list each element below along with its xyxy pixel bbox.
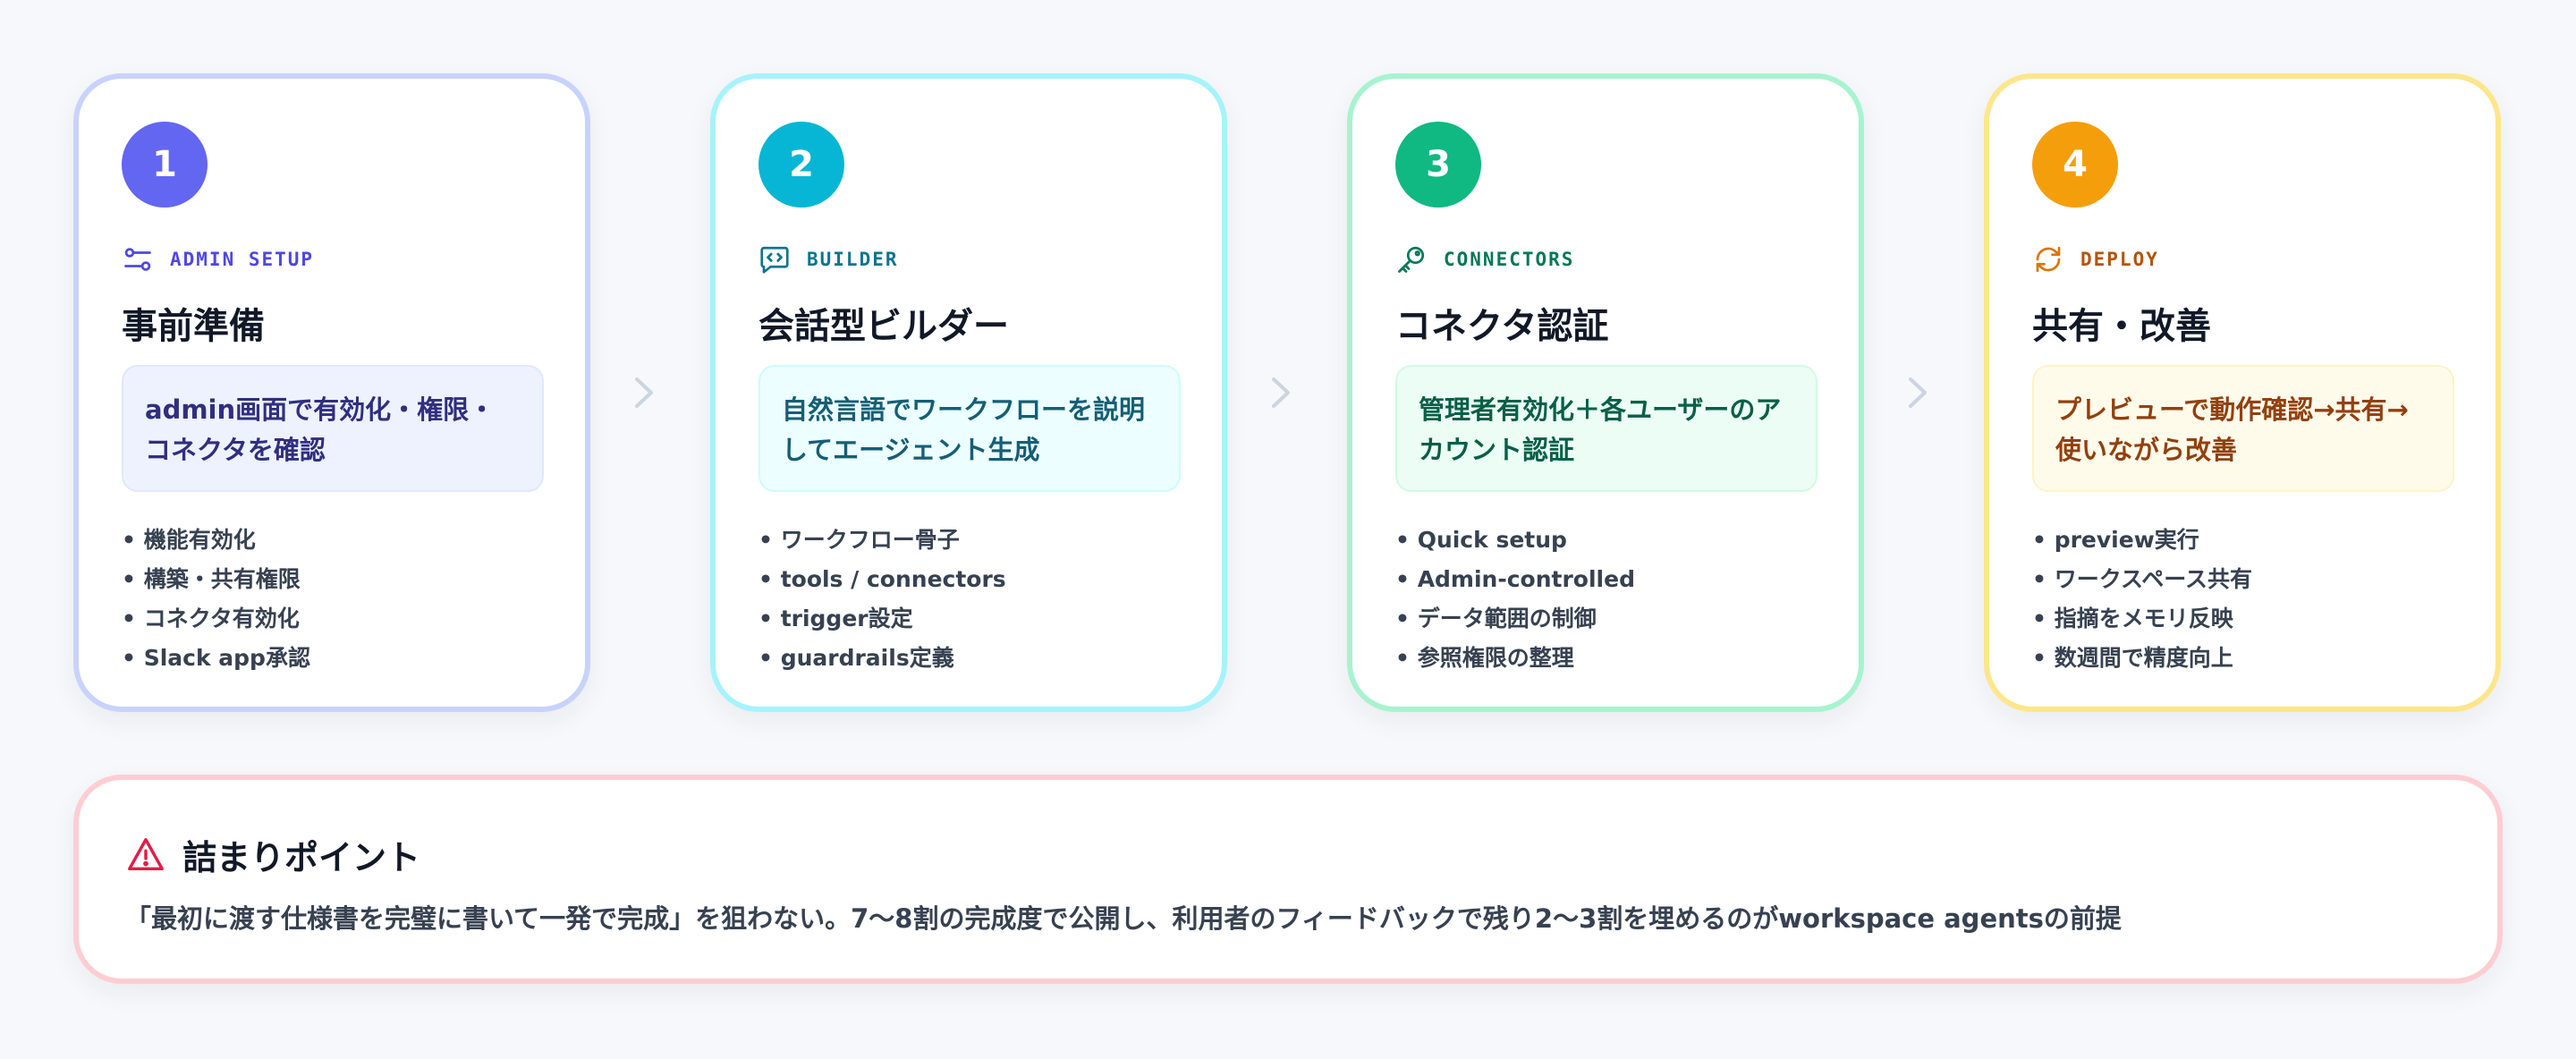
step-bullet: Slack app承認 (122, 639, 310, 678)
step-number-badge: 4 (2032, 122, 2118, 208)
warning-icon (125, 834, 166, 876)
step-bullet: 指摘をメモリ反映 (2032, 599, 2252, 639)
step-tag: DEPLOY (2080, 249, 2159, 270)
step-card-deploy: 4 DEPLOY 共有・改善 プレビューで動作確認→共有→使いながら改善 pre… (1984, 73, 2501, 712)
step-tag: CONNECTORS (1444, 249, 1575, 270)
step-eyebrow: ADMIN SETUP (122, 241, 314, 277)
step-eyebrow: CONNECTORS (1395, 241, 1574, 277)
step-bullet: guardrails定義 (758, 639, 1006, 678)
step-bullet: Quick setup (1395, 521, 1635, 560)
step-callout: 管理者有効化＋各ユーザーのアカウント認証 (1395, 365, 1818, 492)
pitfall-body: 「最初に渡す仕様書を完璧に書いて一発で完成」を狙わない。7〜8割の完成度で公開し… (125, 903, 2122, 934)
step-bullet: Admin-controlled (1395, 560, 1635, 599)
workflow-steps: 1 ADMIN SETUP 事前準備 admin画面で有効化・権限・コネクタを確… (73, 73, 2503, 717)
step-bullet: コネクタ有効化 (122, 599, 310, 639)
step-bullet-list: ワークフロー骨子 tools / connectors trigger設定 gu… (758, 521, 1006, 678)
step-bullet-list: Quick setup Admin-controlled データ範囲の制御 参照… (1395, 521, 1635, 678)
step-bullet: ワークスペース共有 (2032, 560, 2252, 599)
step-bullet-list: preview実行 ワークスペース共有 指摘をメモリ反映 数週間で精度向上 (2032, 521, 2252, 678)
chevron-right-icon (1909, 377, 1927, 408)
step-bullet: tools / connectors (758, 560, 1006, 599)
chevron-right-icon (1272, 377, 1290, 408)
refresh-icon (2032, 243, 2064, 275)
step-tag: BUILDER (807, 249, 899, 270)
step-eyebrow: DEPLOY (2032, 241, 2159, 277)
step-title: 会話型ビルダー (758, 306, 1009, 347)
step-eyebrow: BUILDER (758, 241, 899, 277)
step-bullet-list: 機能有効化 構築・共有権限 コネクタ有効化 Slack app承認 (122, 521, 310, 678)
step-card-builder: 2 BUILDER 会話型ビルダー 自然言語でワークフローを説明してエージェント… (710, 73, 1227, 712)
step-card-admin-setup: 1 ADMIN SETUP 事前準備 admin画面で有効化・権限・コネクタを確… (73, 73, 590, 712)
step-card-connectors: 3 CONNECTORS コネクタ認証 管理者有効化＋各ユーザーのアカウント認証… (1347, 73, 1864, 712)
step-number-badge: 3 (1395, 122, 1481, 208)
step-callout: 自然言語でワークフローを説明してエージェント生成 (758, 365, 1181, 492)
pitfall-title: 詰まりポイント (182, 838, 421, 877)
pitfall-panel: 詰まりポイント 「最初に渡す仕様書を完璧に書いて一発で完成」を狙わない。7〜8割… (73, 775, 2503, 984)
chevron-right-icon (635, 377, 653, 408)
step-title: 共有・改善 (2032, 306, 2211, 347)
pitfall-header: 詰まりポイント (125, 830, 420, 879)
step-bullet: preview実行 (2032, 521, 2252, 560)
key-icon (1395, 243, 1428, 275)
step-bullet: 構築・共有権限 (122, 560, 310, 599)
step-title: コネクタ認証 (1395, 306, 1609, 347)
step-bullet: 数週間で精度向上 (2032, 639, 2252, 678)
step-bullet: 参照権限の整理 (1395, 639, 1635, 678)
step-bullet: データ範囲の制御 (1395, 599, 1635, 639)
step-bullet: 機能有効化 (122, 521, 310, 560)
step-number-badge: 2 (758, 122, 844, 208)
step-tag: ADMIN SETUP (170, 249, 315, 270)
step-bullet: trigger設定 (758, 599, 1006, 639)
code-chat-icon (758, 243, 791, 275)
step-number-badge: 1 (122, 122, 208, 208)
sliders-icon (122, 243, 154, 275)
step-title: 事前準備 (122, 306, 265, 347)
step-callout: admin画面で有効化・権限・コネクタを確認 (122, 365, 544, 492)
step-bullet: ワークフロー骨子 (758, 521, 1006, 560)
step-callout: プレビューで動作確認→共有→使いながら改善 (2032, 365, 2454, 492)
